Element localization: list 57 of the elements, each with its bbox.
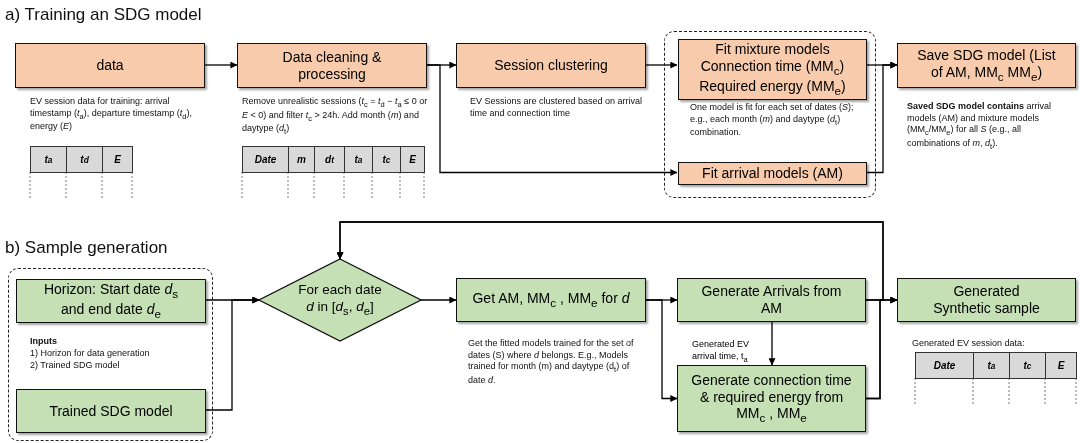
description-text: Saved SDG model contains arrival models (AM) and mixture models (MM$_{c}$/MM$_{e}$) for all S (e.g., all combinations of m, d$_{t}$). — [907, 101, 1053, 152]
arrow — [204, 61, 238, 69]
box-text: Session clustering — [494, 57, 608, 74]
section-heading: a) Training an SDG model — [5, 5, 202, 25]
section-heading: b) Sample generation — [5, 238, 168, 258]
process-box — [16, 279, 206, 323]
input-item: 1) Horizon for data generation — [30, 348, 150, 358]
arrow — [426, 64, 678, 176]
table-header-cell: Date — [242, 146, 289, 173]
arrow — [645, 299, 678, 402]
box-text: Generate connection time & required energy from MM$_{c}$ , MM$_{e}$ — [690, 371, 853, 426]
dashed-group-frame — [664, 31, 876, 198]
arrow — [420, 296, 457, 304]
box-text: Trained SDG model — [49, 402, 173, 420]
description-text: One model is fit for each set of dates (S); e.g., each month (m) and daytype (d$_{t}$) combination. — [690, 102, 855, 139]
box-text: Data cleaning & processing — [281, 48, 383, 83]
process-box — [456, 278, 646, 322]
table-header-cell: m — [288, 146, 315, 173]
description-text: Remove unrealistic sessions (t$_{c}$ = t$_{d}$ − t$_{a}$ ≤ 0 or E < 0) and filter t$_{c}$ > 24h. Add month (m) and daytype (d$_{t}$) — [242, 96, 429, 137]
box-text: Fit arrival models (AM) — [702, 165, 843, 182]
description-text: EV Sessions are clustered based on arrival time and connection time — [470, 96, 644, 120]
table-header-cell: E — [400, 146, 425, 173]
box-text: Get AM, MM$_{c}$ , MM$_{e}$ for d — [472, 290, 630, 310]
process-box — [15, 43, 205, 88]
table-header-cell: E — [1045, 352, 1077, 379]
description-text: Get the fitted models trained for the set of dates (S) where d belongs. E.g., Models trained for month (m) and daytype (d$_{t}$) of date d. — [468, 338, 635, 387]
box-text: data — [96, 57, 124, 74]
box-text: Horizon: Start date d$_{s}$ and end date d$_{e}$ — [42, 281, 180, 321]
process-box — [678, 162, 867, 185]
inputs-heading: Inputs — [30, 336, 57, 346]
box-text: Generated Synthetic sample — [932, 283, 1041, 317]
caption-text: Generated EV session data: — [912, 338, 1025, 348]
box-text: Required energy (MM$_{e}$) — [699, 77, 846, 98]
box-text: Fit mixture models — [715, 41, 830, 59]
process-box — [456, 43, 646, 88]
table-header-cell: Date — [915, 352, 974, 379]
process-box — [897, 43, 1076, 88]
input-item: 2) Trained SDG model — [30, 360, 120, 370]
arrow — [204, 296, 260, 411]
table-header-cell: E — [102, 146, 133, 173]
description-text: EV session data for training: arrival timestamp (t$_{a}$), departure timestamp (t$_{d}$), energy (E) — [30, 96, 193, 133]
box-text: For each date d in [d$_{s}$, d$_{e}$] — [297, 282, 383, 318]
decision-diamond — [259, 259, 421, 341]
process-box — [678, 39, 867, 100]
process-box — [897, 278, 1076, 322]
arrow — [865, 61, 898, 174]
dashed-group-frame — [8, 268, 213, 441]
process-box — [677, 365, 866, 432]
process-box — [237, 43, 427, 88]
arrow — [645, 61, 678, 69]
arrow — [336, 221, 884, 400]
box-text: Connection time (MM$_{c}$) — [700, 58, 845, 78]
process-box — [16, 389, 206, 433]
box-text: Save SDG model (List of AM, MM$_{c}$ MM$_{e}$) — [916, 47, 1057, 84]
arrow — [768, 321, 776, 366]
box-text: Generate Arrivals from AM — [700, 283, 843, 317]
process-box — [677, 278, 866, 322]
